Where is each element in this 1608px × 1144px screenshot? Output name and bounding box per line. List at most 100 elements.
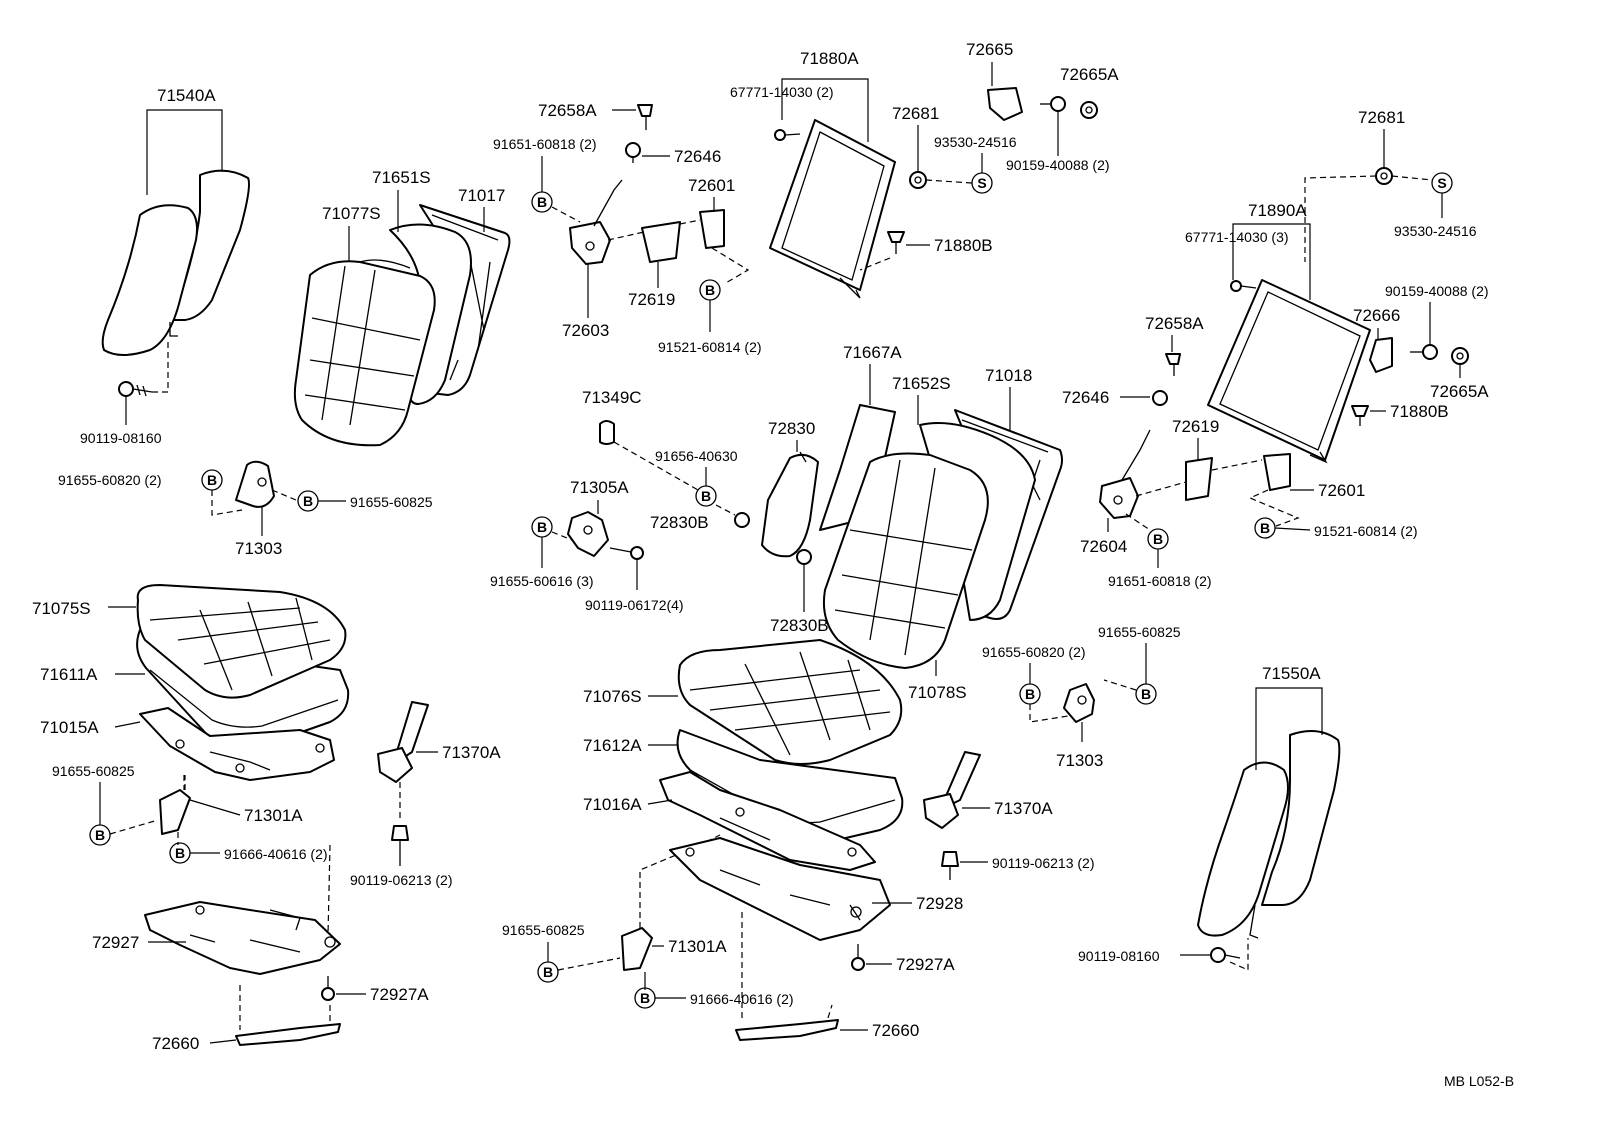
svg-text:B: B <box>537 519 547 535</box>
label-72927A-left: 72927A <box>370 985 429 1004</box>
bolt-72927A-left <box>321 976 335 1001</box>
label-72619-2: 72619 <box>1172 417 1219 436</box>
label-72927: 72927 <box>92 933 139 952</box>
clip-72646-1 <box>625 142 641 163</box>
bolt-symbol-b3: B <box>89 824 111 846</box>
svg-text:S: S <box>1437 175 1446 191</box>
belt-71370A-right <box>923 751 981 829</box>
label-72660-left: 72660 <box>152 1034 199 1053</box>
label-71077S: 71077S <box>322 204 381 223</box>
bracket-72601-2 <box>1263 453 1291 491</box>
label-71540A: 71540A <box>157 86 216 105</box>
label-91656-40630: 91656-40630 <box>655 448 738 464</box>
label-72646-1: 72646 <box>674 147 721 166</box>
headrest-71540A <box>101 169 250 356</box>
svg-text:B: B <box>175 845 185 861</box>
bolt-90119-06172 <box>609 546 644 560</box>
label-72665A-1: 72665A <box>1060 65 1119 84</box>
label-91655-60825-left: 91655-60825 <box>350 494 433 510</box>
label-72830B-1: 72830B <box>650 513 709 532</box>
seatback-center <box>819 404 1063 669</box>
clip-71880B-2 <box>1351 405 1369 426</box>
svg-text:B: B <box>1153 531 1163 547</box>
seat-cushion-left <box>136 584 350 750</box>
hinge-71303-right <box>1063 683 1095 723</box>
nut-72665A-2 <box>1451 347 1469 365</box>
svg-text:B: B <box>1260 520 1270 536</box>
label-71303-right: 71303 <box>1056 751 1103 770</box>
bolt-symbol-b13: B <box>1019 683 1041 705</box>
label-71303-left: 71303 <box>235 539 282 558</box>
headrest-71550A <box>1197 730 1341 939</box>
label-90119-08160-right: 90119-08160 <box>1078 948 1160 964</box>
label-91655-60616: 91655-60616 (3) <box>490 573 594 589</box>
label-90159-2: 90159-40088 (2) <box>1385 283 1489 299</box>
armrest-72830 <box>761 451 819 558</box>
label-72665A-2: 72665A <box>1430 382 1489 401</box>
label-71076S: 71076S <box>583 687 642 706</box>
svg-text:B: B <box>701 488 711 504</box>
under-plate-72928 <box>669 837 891 941</box>
label-71651S: 71651S <box>372 168 431 187</box>
label-72658A-2: 72658A <box>1145 314 1204 333</box>
grommet-72681-1 <box>909 171 927 189</box>
bolt-symbol-b11: B <box>1147 528 1169 550</box>
leader-71540A <box>146 109 223 195</box>
label-71880A: 71880A <box>800 49 859 68</box>
label-71075S: 71075S <box>32 599 91 618</box>
label-72830B-2: 72830B <box>770 616 829 635</box>
seat-cushion-center <box>676 639 904 846</box>
label-71017: 71017 <box>458 186 505 205</box>
label-71016A: 71016A <box>583 795 642 814</box>
label-71015A: 71015A <box>40 718 99 737</box>
svg-text:B: B <box>303 493 313 509</box>
screw-symbol-s2: S <box>1431 172 1453 194</box>
label-72603: 72603 <box>562 321 609 340</box>
screw-symbol-s1: S <box>971 172 993 194</box>
label-72658A-1: 72658A <box>538 101 597 120</box>
anchor-71349C <box>599 420 615 445</box>
bolt-symbol-b5: B <box>531 191 553 213</box>
bolt-symbol-b1: B <box>201 469 223 491</box>
seat-frame-left-71015A <box>139 707 335 781</box>
label-71370A-right: 71370A <box>994 799 1053 818</box>
panel-71890A <box>1207 279 1371 464</box>
latch-72603 <box>569 179 623 265</box>
label-90119-06172: 90119-06172(4) <box>585 597 684 613</box>
bolt-symbol-b14: B <box>1135 683 1157 705</box>
belt-71370A-left <box>377 701 429 783</box>
label-91651-60818-1: 91651-60818 (2) <box>493 136 597 152</box>
label-90119-08160-left: 90119-08160 <box>80 430 162 446</box>
svg-text:S: S <box>977 175 986 191</box>
label-71611A: 71611A <box>40 665 98 684</box>
latch-72604 <box>1099 429 1151 519</box>
screw-90159-1 <box>1040 96 1066 112</box>
nut-72830B-2 <box>796 549 812 565</box>
svg-text:B: B <box>543 964 553 980</box>
screw-67771-1 <box>774 129 801 141</box>
bolt-symbol-b6: B <box>699 279 721 301</box>
bolt-symbol-b10: B <box>634 987 656 1009</box>
hinge-71303-left <box>235 460 275 508</box>
rail-72660-center <box>735 1019 839 1041</box>
bolt-symbol-b4: B <box>169 842 191 864</box>
label-91666-40616-center: 91666-40616 (2) <box>690 991 794 1007</box>
panel-71880A <box>769 119 896 299</box>
label-91655-60820-left: 91655-60820 (2) <box>58 472 162 488</box>
label-91521-60814-2: 91521-60814 (2) <box>1314 523 1418 539</box>
bolt-symbol-b2: B <box>297 490 319 512</box>
label-67771-1: 67771-14030 (2) <box>730 84 834 100</box>
label-91655-60825-left2: 91655-60825 <box>52 763 135 779</box>
cover-72619-1 <box>641 221 681 263</box>
label-91655-60820-right: 91655-60820 (2) <box>982 644 1086 660</box>
label-71612A: 71612A <box>583 736 642 755</box>
rail-72660-left <box>235 1023 341 1046</box>
svg-text:B: B <box>95 827 105 843</box>
grommet-72681-2 <box>1375 167 1393 185</box>
bolt-90119-06213-left <box>391 825 409 866</box>
label-72660-center: 72660 <box>872 1021 919 1040</box>
svg-text:B: B <box>537 194 547 210</box>
reference-code: MB L052-B <box>1444 1073 1514 1089</box>
label-91521-60814-1: 91521-60814 (2) <box>658 339 762 355</box>
